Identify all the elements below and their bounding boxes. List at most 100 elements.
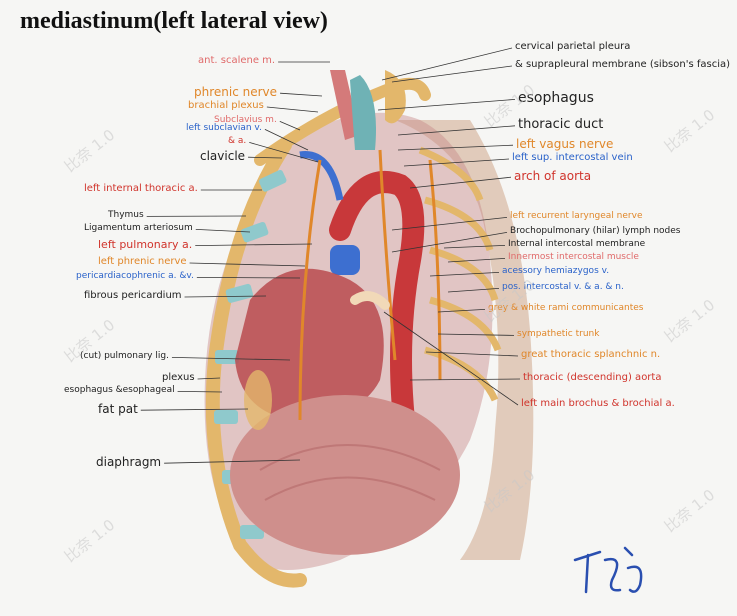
label-left-phrenic-nerve: left phrenic nerve: [98, 256, 187, 267]
scalene-muscle: [330, 70, 360, 140]
posterior-chest-wall: [395, 120, 534, 560]
label-left-main-bronchus: left main brochus & brochial a.: [521, 398, 675, 409]
label-pericardiacophrenic: pericardiacophrenic a. &v.: [76, 271, 194, 281]
clavicle-shape: [254, 77, 431, 166]
heart-shape: [235, 268, 384, 420]
label-post-intercostal: pos. intercostal v. & a. & n.: [502, 282, 624, 292]
leader-brachial-plexus: [266, 106, 319, 113]
pulmonary-vein: [330, 245, 360, 275]
fat-pad: [244, 370, 272, 430]
label-thymus: Thymus: [108, 210, 144, 220]
leader-cervical-pleura: [381, 47, 513, 81]
label-ligamentum-arteriosum: Ligamentum arteriosum: [84, 223, 193, 233]
leader-clavicle: [248, 156, 283, 159]
costal-cartilage-4: [215, 350, 239, 364]
label-left-internal-thoracic: left internal thoracic a.: [84, 183, 198, 194]
costal-cartilage-1: [258, 169, 287, 192]
label-diaphragm: diaphragm: [96, 455, 162, 469]
label-bronchopulmonary-nodes: Brochopulmonary (hilar) lymph nodes: [510, 226, 681, 236]
bronchus: [350, 291, 390, 310]
diaphragm-fibers: [259, 444, 441, 471]
leader-innermost-intercostal: [447, 258, 506, 263]
subclavian-vein: [299, 151, 344, 201]
label-accessory-hemiazygos: acessory hemiazygos v.: [502, 266, 610, 276]
leader-esophagus: [377, 99, 516, 111]
leader-plexus: [197, 377, 221, 380]
leader-suprapleural-membrane: [391, 65, 513, 83]
leader-esophageal: [177, 391, 223, 393]
diaphragm-dome: [230, 395, 460, 555]
label-clavicle: clavicle: [200, 149, 246, 163]
vertebra: [385, 70, 406, 124]
label-fibrous-pericardium: fibrous pericardium: [84, 290, 182, 301]
label-thoracic-aorta: thoracic (descending) aorta: [523, 372, 662, 383]
label-brachial-plexus: brachial plexus: [188, 100, 264, 111]
label-esophageal: esophagus &esophageal: [64, 385, 175, 395]
leader-lines: [140, 47, 521, 464]
costal-cartilage-7: [240, 525, 264, 539]
leader-post-intercostal: [447, 288, 500, 293]
esophagus-neck: [350, 75, 376, 150]
label-pulmonary-lig: (cut) pulmonary lig.: [80, 351, 169, 361]
leader-fat-pat: [140, 408, 249, 411]
phrenic-nerve-line: [298, 159, 322, 421]
costal-cartilage-5: [214, 410, 238, 424]
leader-rami-communicantes: [437, 309, 486, 313]
leader-left-main-bronchus: [383, 311, 519, 406]
label-cervical-pleura: cervical parietal pleura: [515, 41, 631, 52]
leader-left-phrenic-nerve: [189, 262, 306, 267]
costal-cartilage-3: [225, 283, 254, 303]
label-and-a: & a.: [228, 136, 247, 146]
leader-left-vagus: [397, 144, 514, 151]
leader-diaphragm: [164, 459, 301, 464]
leader-internal-intercostal-membrane: [443, 245, 506, 249]
label-fat-pat: fat pat: [98, 402, 138, 416]
label-left-recurrent-laryngeal: left recurrent laryngeal nerve: [510, 211, 643, 221]
leader-accessory-hemiazygos: [429, 272, 500, 277]
leader-left-subclavian: [264, 129, 309, 151]
label-rami-communicantes: grey & white rami communicantes: [488, 303, 644, 313]
leader-thoracic-duct: [397, 125, 516, 136]
leader-and-a: [249, 142, 319, 163]
leader-thoracic-aorta: [409, 378, 521, 381]
label-left-vagus: left vagus nerve: [516, 137, 614, 151]
leader-ligamentum-arteriosum: [195, 229, 251, 233]
label-sympathetic-trunk: sympathetic trunk: [517, 329, 600, 339]
label-plexus: plexus: [162, 372, 195, 383]
leader-bronchopulmonary-nodes: [391, 232, 508, 253]
label-thoracic-duct: thoracic duct: [518, 117, 604, 132]
rib-line-4: [429, 296, 502, 352]
leader-sympathetic-trunk: [437, 333, 515, 336]
leader-pericardiacophrenic: [196, 277, 301, 279]
leader-pulmonary-lig: [171, 357, 291, 361]
costal-cartilage-2: [240, 221, 269, 243]
leader-fibrous-pericardium: [184, 295, 267, 298]
label-left-sup-intercostal: left sup. intercostal vein: [512, 152, 633, 163]
rib-line-2: [424, 196, 494, 252]
label-arch-of-aorta: arch of aorta: [514, 169, 592, 183]
leader-splanchnic: [425, 351, 519, 357]
vagus-nerve-line: [378, 149, 397, 361]
rib-line-5: [424, 346, 499, 402]
label-left-subclavian: left subclavian v.: [186, 123, 262, 133]
rib-line-3: [429, 246, 499, 302]
leader-subclavius: [279, 121, 301, 131]
leader-arch-of-aorta: [409, 176, 512, 189]
label-internal-intercostal-membrane: Internal intercostal membrane: [508, 239, 646, 249]
label-subclavius: Subclavius m.: [214, 115, 277, 125]
diaphragm-fibers-2: [264, 476, 436, 501]
leader-phrenic-nerve: [280, 92, 323, 97]
label-left-pulmonary-a: left pulmonary a.: [98, 238, 193, 251]
page-title: mediastinum(left lateral view): [20, 8, 328, 34]
leader-left-recurrent-laryngeal: [391, 217, 508, 231]
leader-left-sup-intercostal: [403, 158, 510, 167]
leader-left-pulmonary-a: [195, 243, 313, 246]
label-splanchnic: great thoracic splanchnic n.: [521, 349, 661, 360]
label-innermost-intercostal: Innermost intercostal muscle: [508, 252, 639, 262]
label-esophagus: esophagus: [518, 90, 594, 106]
rib-line-1: [418, 146, 484, 202]
label-phrenic-nerve: phrenic nerve: [194, 85, 278, 99]
label-suprapleural-membrane: & suprapleural membrane (sibson's fascia…: [515, 59, 731, 70]
